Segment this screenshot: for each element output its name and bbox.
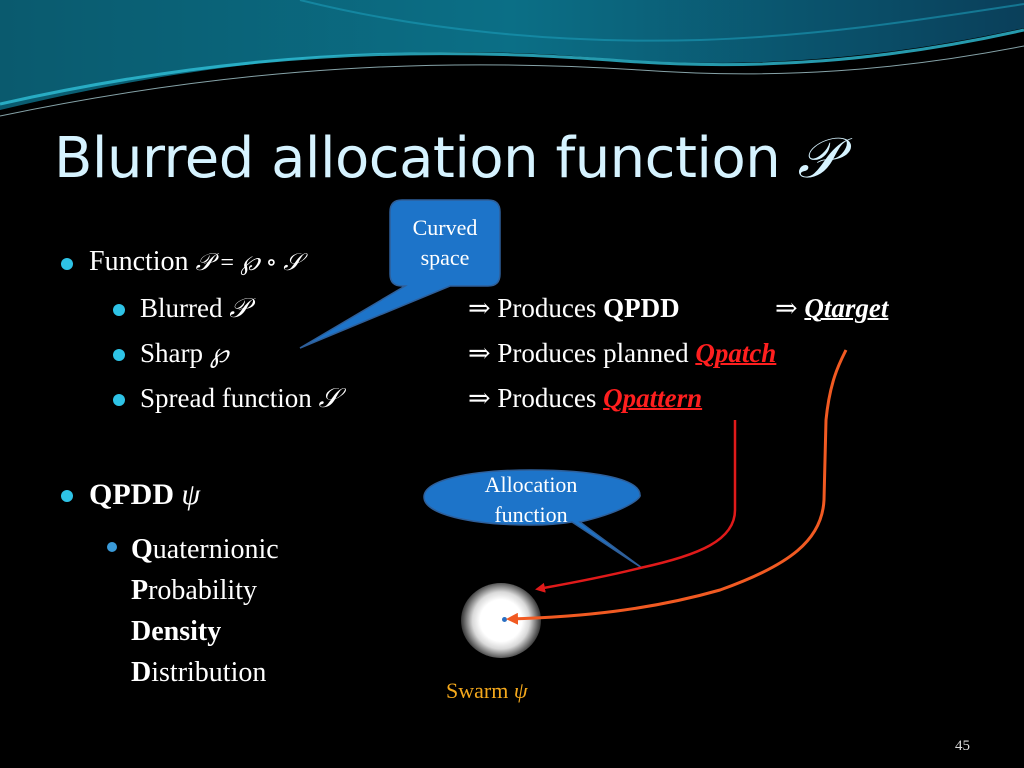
page-number: 45 (955, 738, 970, 754)
curved-space-label: Curved space (412, 215, 478, 270)
sharp-label: Sharp (140, 338, 203, 368)
blurred-target: ⇒ Qtarget (775, 293, 888, 324)
bullet-sharp: Sharp ℘ (140, 338, 229, 369)
bullet-dot (61, 490, 73, 502)
bullet-spread: Spread function 𝒮 (140, 383, 339, 415)
acronym-line: Probability (131, 575, 257, 606)
target-arrow: ⇒ (775, 293, 798, 323)
bullet-qpdd: QPDD ψ (89, 478, 200, 512)
decorative-wave-header (0, 0, 1024, 117)
slide-title: Blurred allocation function 𝒫 (54, 126, 838, 192)
spread-label: Spread function (140, 383, 312, 413)
target-label: Qtarget (804, 293, 889, 323)
qpdd-symbol: ψ (181, 478, 201, 511)
blurred-arrow: ⇒ Produces (468, 293, 597, 323)
title-symbol: 𝒫 (797, 126, 838, 191)
spread-produces: ⇒ Produces Qpattern (468, 383, 702, 414)
bullet-dot (107, 542, 117, 552)
bullet-dot (61, 258, 73, 270)
acronym-line: Distribution (131, 657, 267, 688)
acronym-list: Quaternionic Probability Density Distrib… (131, 529, 279, 693)
bullet-dot (113, 304, 125, 316)
swarm-glow (461, 583, 541, 658)
bullet-function: Function 𝒫 = ℘ ∘ 𝒮 (89, 246, 302, 278)
sharp-produces: ⇒ Produces planned Qpatch (468, 338, 776, 369)
blurred-produces: ⇒ Produces QPDD (468, 293, 680, 324)
blurred-symbol: 𝒫 (229, 293, 249, 323)
blurred-result: QPDD (603, 293, 680, 323)
qpdd-label: QPDD (89, 478, 174, 511)
function-label: Function (89, 246, 189, 277)
function-formula: 𝒫 = ℘ ∘ 𝒮 (195, 250, 302, 276)
allocation-function-label: Allocation function (484, 472, 578, 527)
title-text: Blurred allocation function (54, 126, 781, 191)
swarm-center-dot (502, 617, 507, 622)
spread-result: Qpattern (603, 383, 703, 413)
sharp-arrow: ⇒ Produces planned (468, 338, 689, 368)
blurred-label: Blurred (140, 293, 223, 323)
bullet-dot (113, 394, 125, 406)
spread-arrow: ⇒ Produces (468, 383, 597, 413)
swarm-label: Swarm ψ (446, 678, 528, 703)
sharp-result: Qpatch (695, 338, 777, 368)
spread-symbol: 𝒮 (318, 383, 340, 413)
bullet-dot (113, 349, 125, 361)
acronym-line: Quaternionic (131, 534, 279, 565)
bullet-blurred: Blurred 𝒫 (140, 293, 249, 325)
acronym-line: Density (131, 616, 222, 647)
sharp-symbol: ℘ (209, 338, 229, 368)
